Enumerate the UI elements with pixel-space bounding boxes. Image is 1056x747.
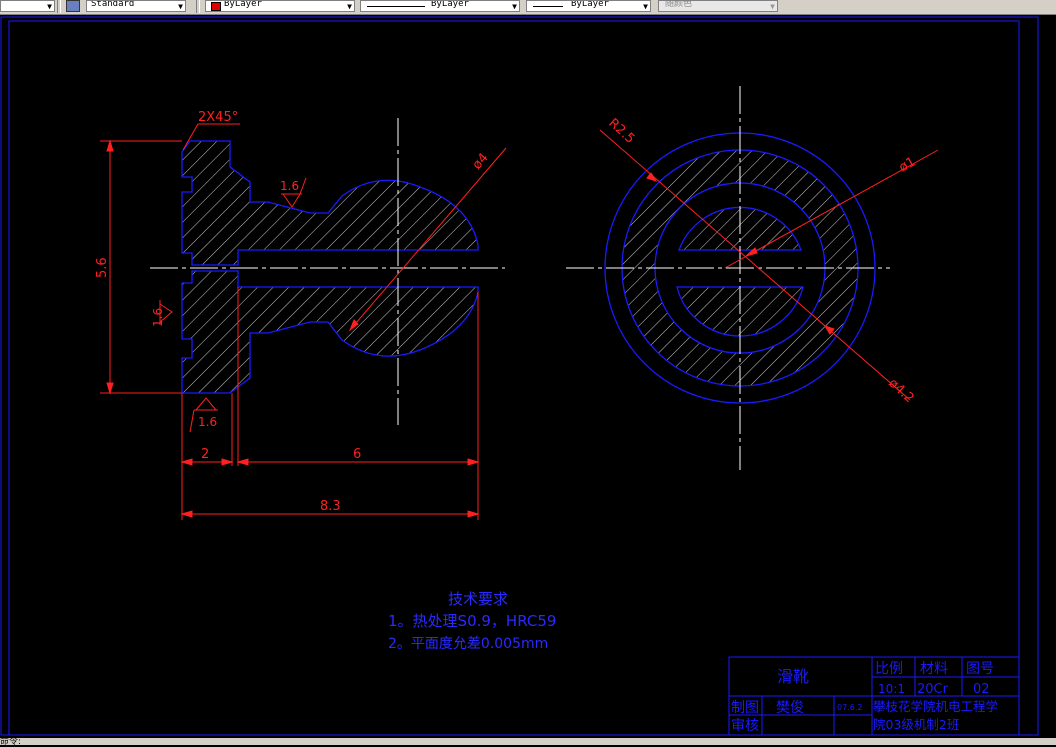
linetype-control-select[interactable]: ByLayer ▼ — [360, 0, 520, 12]
part-name: 滑靴 — [777, 667, 809, 686]
lineweight-preview — [533, 6, 563, 7]
notes-line-2: 2。平面度允差0.005mm — [388, 636, 548, 652]
body-width-label: 6 — [353, 447, 361, 462]
height-dim-label: 5.6 — [95, 257, 110, 278]
material-label: 材料 — [920, 661, 948, 677]
material-value: 20Cr — [917, 682, 949, 697]
chevron-down-icon[interactable]: ▼ — [512, 2, 517, 11]
chevron-down-icon[interactable]: ▼ — [770, 2, 775, 11]
drawing-canvas[interactable]: 2X45° 1.6 1.6 1.6 5.6 ø4 2 6 8.3 R2.5 ø1… — [0, 15, 1056, 738]
school-name: 攀枝花学院机电工程学 — [873, 699, 998, 714]
technical-notes: 技术要求 1。热处理S0.9，HRC59 2。平面度允差0.005mm — [388, 590, 556, 652]
chevron-down-icon[interactable]: ▼ — [643, 2, 648, 11]
notes-line-1: 1。热处理S0.9，HRC59 — [388, 612, 556, 630]
linetype-value: ByLayer — [431, 0, 469, 9]
toolbar-separator — [196, 0, 200, 13]
plotstyle-control-select[interactable]: 随颜色 ▼ — [658, 0, 778, 12]
plotstyle-value: 随颜色 — [665, 0, 693, 9]
drawn-label: 制图 — [731, 700, 759, 716]
chevron-down-icon[interactable]: ▼ — [47, 2, 52, 11]
previous-combo-end[interactable]: ▼ — [0, 0, 55, 12]
drawing-no-label: 图号 — [966, 661, 994, 677]
chevron-down-icon[interactable]: ▼ — [347, 2, 352, 11]
roughness-top-label: 1.6 — [280, 179, 299, 193]
roughness-left-label: 1.6 — [151, 308, 165, 327]
scale-label: 比例 — [875, 661, 903, 677]
section-view — [150, 118, 505, 425]
red-color-swatch — [211, 2, 221, 11]
side-view — [566, 86, 890, 470]
inner-dia-label: ø1 — [897, 155, 918, 176]
section-lower-hatch — [181, 270, 479, 394]
radius-label: R2.5 — [605, 116, 637, 147]
color-control-select[interactable]: ByLayer ▼ — [205, 0, 355, 12]
notes-title: 技术要求 — [448, 590, 508, 608]
side-dimensions — [599, 129, 939, 401]
outer-dia-label: ø4.2 — [885, 376, 916, 406]
roughness-bottom-label: 1.6 — [198, 415, 217, 429]
command-line[interactable]: 命令: — [0, 737, 1056, 747]
flange-width-label: 2 — [201, 447, 209, 462]
chevron-down-icon[interactable]: ▼ — [178, 2, 183, 11]
lineweight-value: ByLayer — [571, 0, 609, 9]
properties-toolbar: ▼ Standard ▼ ByLayer ▼ ByLayer ▼ ByLayer… — [0, 0, 1056, 15]
front-dimension-text: 2X45° 1.6 1.6 1.6 5.6 ø4 2 6 8.3 — [95, 110, 492, 514]
drawn-date: 07.6.2 — [837, 703, 862, 712]
linetype-preview — [367, 6, 425, 7]
front-dimensions — [100, 123, 507, 520]
text-style-manager-icon[interactable] — [66, 0, 80, 12]
text-style-value: Standard — [91, 0, 135, 9]
section-upper-hatch — [181, 140, 479, 266]
command-prompt: 命令: — [0, 737, 22, 747]
color-value: ByLayer — [224, 0, 262, 9]
chamfer-label: 2X45° — [198, 110, 238, 125]
lineweight-control-select[interactable]: ByLayer ▼ — [526, 0, 651, 12]
class-name: 院03级机制2班 — [873, 717, 959, 732]
scale-value: 10:1 — [878, 682, 905, 696]
total-width-label: 8.3 — [320, 499, 341, 514]
drawn-by: 樊俊 — [776, 700, 804, 716]
checked-label: 审核 — [731, 718, 759, 734]
toolbar-separator — [57, 0, 61, 13]
drawing-no-value: 02 — [973, 682, 990, 697]
text-style-select[interactable]: Standard ▼ — [86, 0, 186, 12]
title-block: 滑靴 比例 材料 图号 10:1 20Cr 02 制图 樊俊 07.6.2 审核… — [728, 656, 1020, 736]
